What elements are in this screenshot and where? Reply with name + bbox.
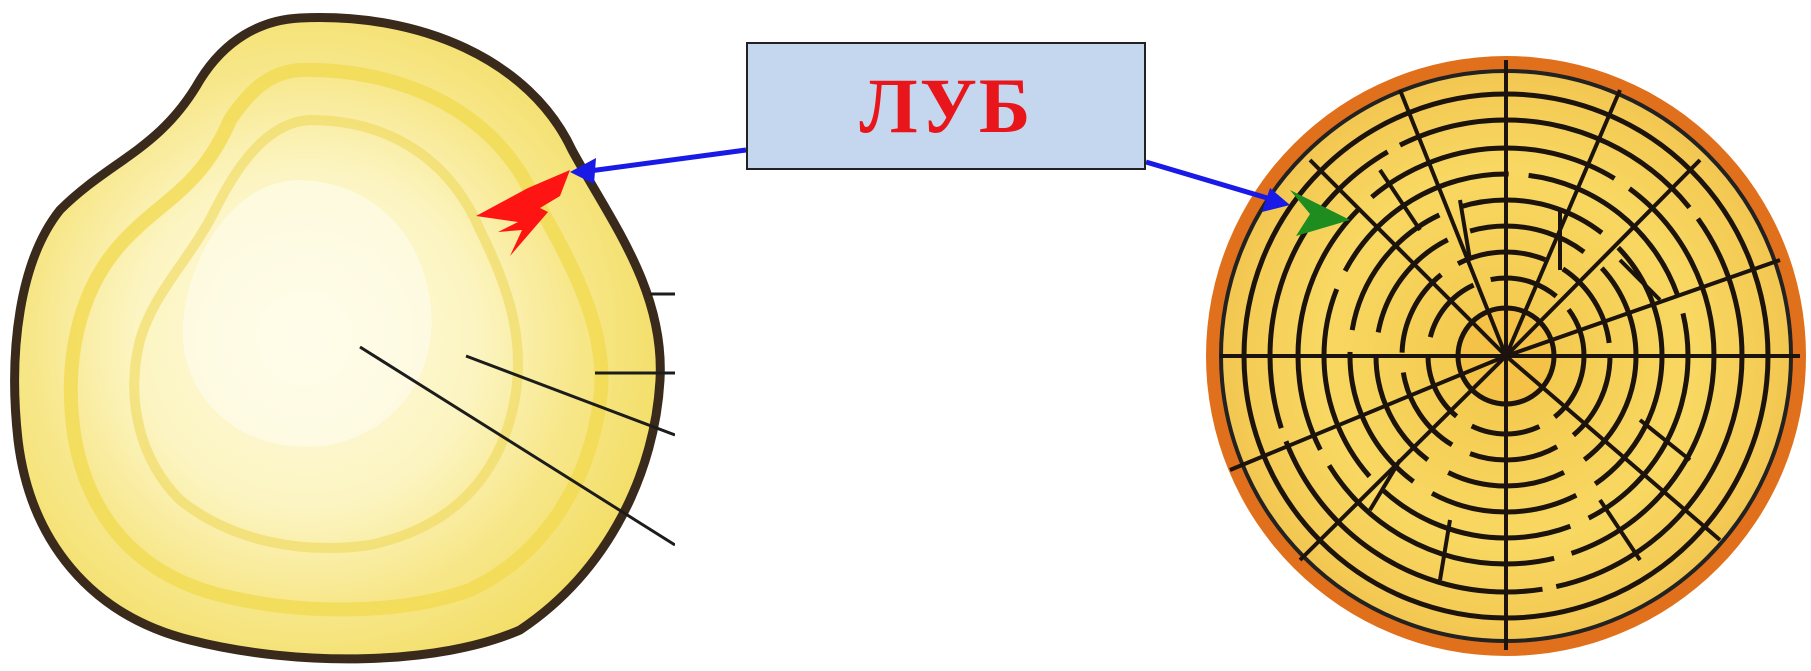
arrow-to-right-section [1146, 162, 1274, 200]
label-text: ЛУБ [860, 61, 1033, 151]
arrow-to-left-section [582, 150, 746, 172]
label-box: ЛУБ [746, 42, 1146, 170]
right-trunk-section [1206, 56, 1806, 656]
left-stem-section [15, 17, 675, 658]
